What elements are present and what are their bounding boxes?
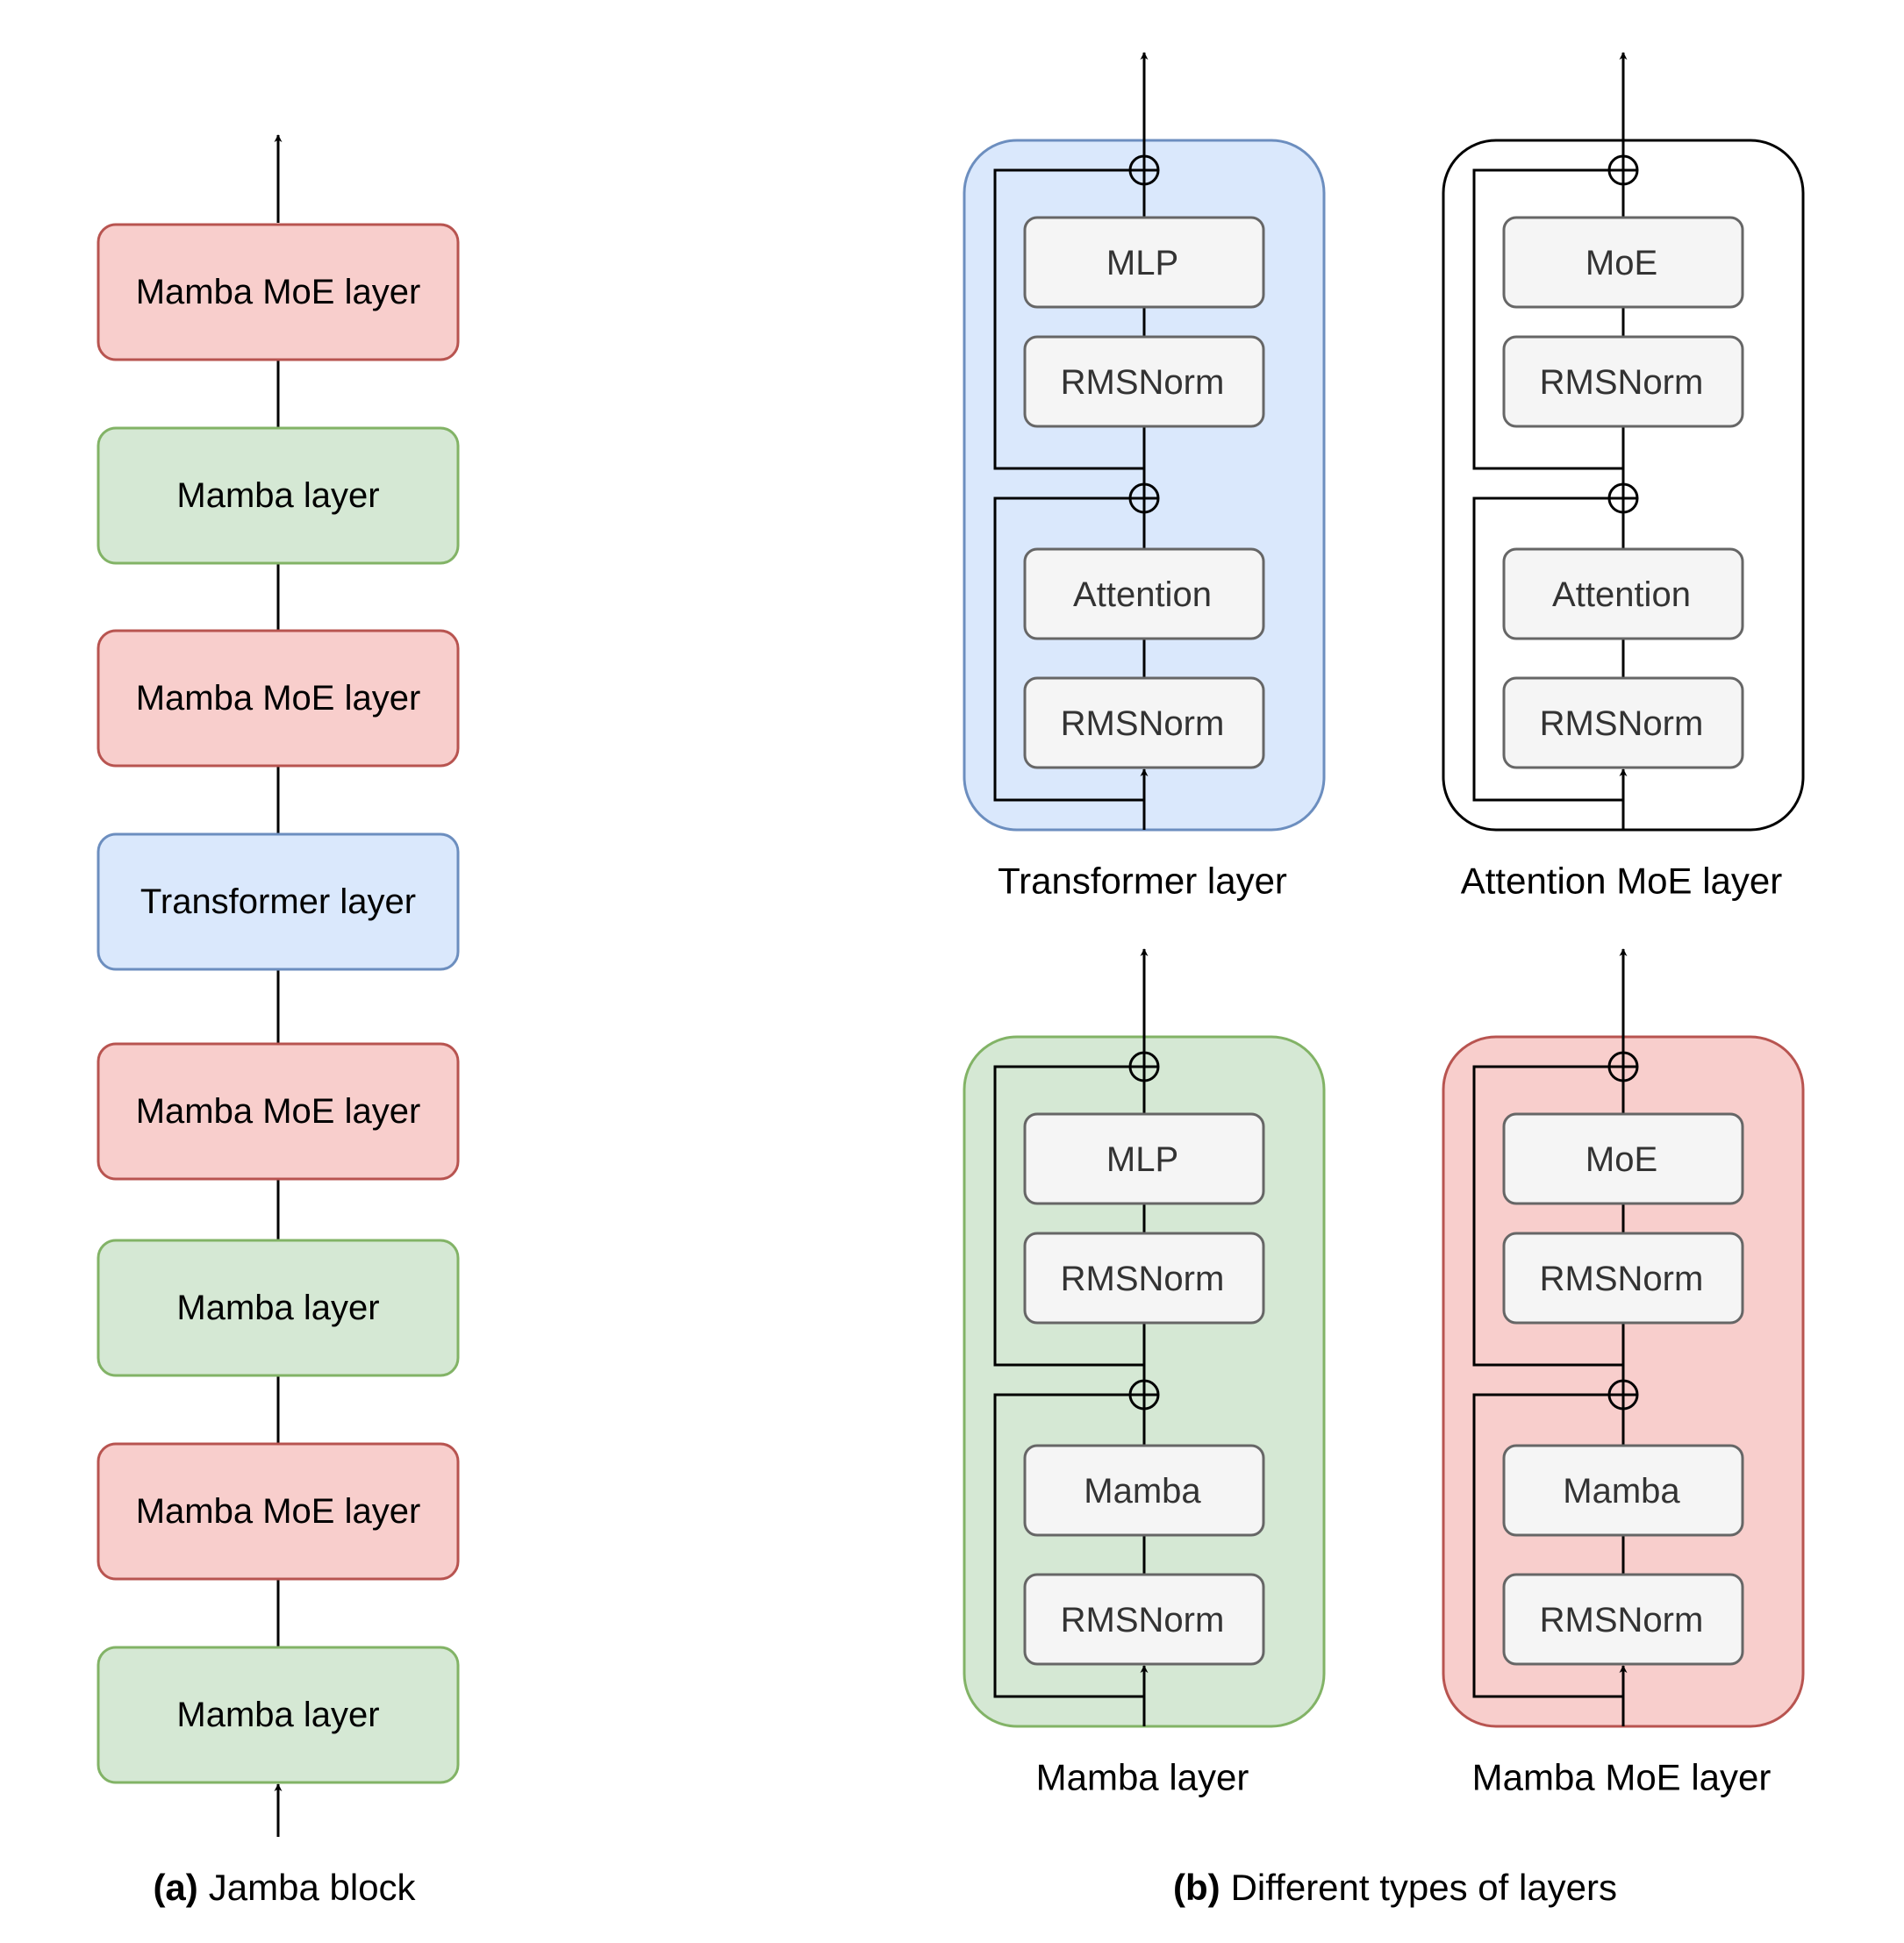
panel-title: Attention MoE layer <box>1461 861 1783 902</box>
panel-frame <box>963 52 1326 832</box>
panel-title: Mamba MoE layer <box>1472 1757 1772 1798</box>
layer-label: Mamba MoE layer <box>136 1492 421 1531</box>
block-label: RMSNorm <box>1540 363 1704 402</box>
layer-label: Mamba layer <box>176 1289 379 1327</box>
layer-label: Mamba layer <box>176 476 379 515</box>
block-label: RMSNorm <box>1061 1601 1225 1639</box>
block-label: MoE <box>1585 1140 1657 1179</box>
jamba-layer: Mamba layer <box>97 426 460 565</box>
block-label: RMSNorm <box>1540 704 1704 743</box>
block-label: MLP <box>1106 244 1178 282</box>
caption-prefix: (b) <box>1173 1867 1220 1908</box>
block-box <box>1502 216 1744 309</box>
layer-box <box>97 426 460 565</box>
block-box <box>1023 216 1265 309</box>
jamba-layer: Transformer layer <box>97 832 460 971</box>
layer-box <box>97 1442 460 1581</box>
jamba-layer: Mamba layer <box>97 1646 460 1784</box>
block-label: Attention <box>1073 575 1212 614</box>
block-box <box>1023 547 1265 640</box>
block-label: Attention <box>1552 575 1691 614</box>
block-box <box>1023 1573 1265 1666</box>
residual-connection <box>993 1065 1144 1367</box>
caption-text: Jamba block <box>209 1867 417 1908</box>
residual-connection <box>993 1393 1144 1698</box>
residual-connection <box>1472 1393 1623 1698</box>
layer-box <box>97 223 460 361</box>
block-box <box>1023 1112 1265 1205</box>
residual-connection <box>993 496 1144 802</box>
layer-box <box>97 1646 460 1784</box>
block-box <box>1502 676 1744 769</box>
caption-text: Different types of layers <box>1231 1867 1617 1908</box>
jamba-block: Mamba MoE layer Mamba layer Mamba MoE la… <box>97 134 460 1908</box>
layer-label: Mamba MoE layer <box>136 273 421 311</box>
layer-label: Mamba MoE layer <box>136 1092 421 1131</box>
residual-connection <box>1472 1065 1623 1367</box>
block-box <box>1023 676 1265 769</box>
block-box <box>1502 1444 1744 1537</box>
layer-box <box>97 1042 460 1181</box>
residual-connection <box>1472 496 1623 802</box>
jamba-layer: Mamba MoE layer <box>97 1442 460 1581</box>
layer-label: Transformer layer <box>140 882 416 921</box>
jamba-layer: Mamba MoE layer <box>97 1042 460 1181</box>
jamba-layer: Mamba layer <box>97 1239 460 1377</box>
layer-box <box>97 629 460 768</box>
panel-frame <box>963 948 1326 1728</box>
jamba-caption: (a) Jamba block <box>153 1867 416 1908</box>
layer-types-caption: (b) Different types of layers <box>1173 1867 1617 1908</box>
block-label: Mamba <box>1084 1472 1201 1511</box>
block-label: MLP <box>1106 1140 1178 1179</box>
panel-title: Transformer layer <box>998 861 1287 902</box>
block-box <box>1023 335 1265 428</box>
block-box <box>1023 1232 1265 1325</box>
panel-title: Mamba layer <box>1036 1757 1249 1798</box>
block-label: Mamba <box>1563 1472 1680 1511</box>
jamba-layer: Mamba MoE layer <box>97 629 460 768</box>
block-label: MoE <box>1585 244 1657 282</box>
caption-prefix: (a) <box>153 1867 197 1908</box>
block-label: RMSNorm <box>1061 704 1225 743</box>
block-label: RMSNorm <box>1061 363 1225 402</box>
panel-frame <box>1442 52 1805 832</box>
panel-frame <box>1442 948 1805 1728</box>
block-box <box>1023 1444 1265 1537</box>
residual-connection <box>1472 168 1623 470</box>
block-label: RMSNorm <box>1540 1601 1704 1639</box>
jamba-layer: Mamba MoE layer <box>97 223 460 361</box>
layer-box <box>97 1239 460 1377</box>
block-box <box>1502 1573 1744 1666</box>
layer-label: Mamba MoE layer <box>136 679 421 718</box>
layer-label: Mamba layer <box>176 1696 379 1734</box>
block-label: RMSNorm <box>1540 1260 1704 1298</box>
residual-connection <box>993 168 1144 470</box>
block-box <box>1502 547 1744 640</box>
block-box <box>1502 1112 1744 1205</box>
block-box <box>1502 1232 1744 1325</box>
block-box <box>1502 335 1744 428</box>
layer-box <box>97 832 460 971</box>
block-label: RMSNorm <box>1061 1260 1225 1298</box>
